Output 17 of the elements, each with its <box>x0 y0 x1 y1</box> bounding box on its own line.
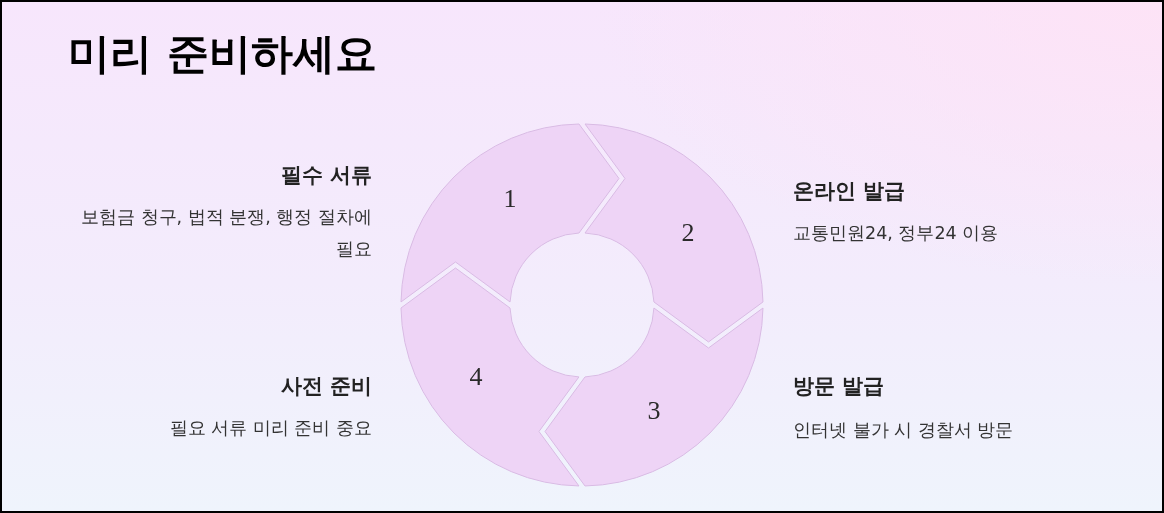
cycle-segment <box>401 268 579 486</box>
step-number: 3 <box>647 396 661 426</box>
step-number: 1 <box>503 184 517 214</box>
title: 미리 준비하세요 <box>68 28 377 80</box>
cycle-segment <box>401 124 619 302</box>
cycle-segment <box>545 308 763 486</box>
step-number: 4 <box>469 362 483 392</box>
step-description: 인터넷 불가 시 경찰서 방문 <box>793 419 1015 442</box>
step-number: 2 <box>681 218 695 248</box>
step-heading: 필수 서류 <box>280 162 372 189</box>
step-heading: 온라인 발급 <box>793 178 906 205</box>
step-description: 필요 서류 미리 준비 중요 <box>168 417 372 440</box>
step-heading: 사전 준비 <box>280 373 372 400</box>
step-heading: 방문 발급 <box>793 373 885 400</box>
step-description: 보험금 청구, 법적 분쟁, 행정 절차에 필요 <box>80 206 372 261</box>
step-description: 교통민원24, 정부24 이용 <box>793 222 1000 245</box>
cycle-segment <box>585 124 763 342</box>
